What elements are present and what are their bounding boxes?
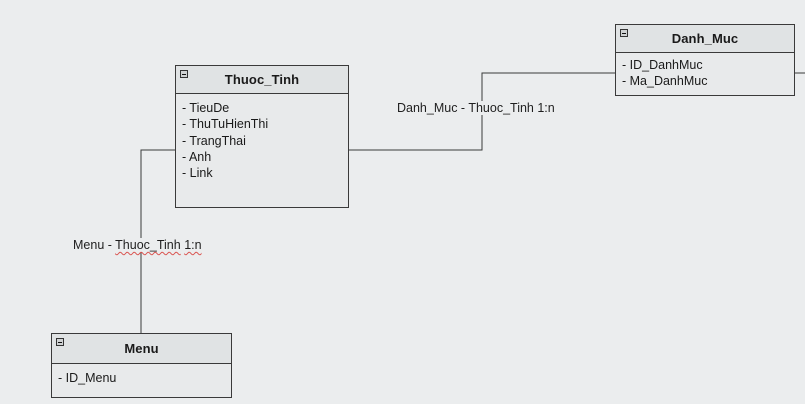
relationship-label-danh-muc-thuoc-tinh[interactable]: Danh_Muc - Thuoc_Tinh 1:n [396,101,556,115]
entity-header[interactable]: Danh_Muc [616,25,794,53]
field-item[interactable]: - ID_DanhMuc [622,58,703,72]
entity-danh-muc[interactable]: Danh_Muc - ID_DanhMuc - Ma_DanhMuc [615,24,795,96]
relationship-label-menu-thuoc-tinh[interactable]: Menu - Thuoc_Tinh 1:n [72,238,203,252]
field-item[interactable]: - ThuTuHienThi [182,117,269,132]
field-item[interactable]: - Ma_DanhMuc [622,74,708,89]
entity-header[interactable]: Thuoc_Tinh [176,66,348,94]
entity-header[interactable]: Menu [52,334,231,364]
entity-menu[interactable]: Menu - ID_Menu [51,333,232,398]
relationship-cardinality: 1:n [184,238,202,252]
entity-title: Thuoc_Tinh [224,72,300,87]
field-item[interactable]: - TieuDe [182,101,230,115]
relationship-entity-name: Thuoc_Tinh [115,238,181,252]
entity-title: Menu [124,341,159,356]
field-list: - ID_DanhMuc - Ma_DanhMuc [616,53,794,90]
relationship-prefix: Menu - [73,238,116,252]
field-list: - TieuDe - ThuTuHienThi - TrangThai - An… [176,94,348,181]
field-list: - ID_Menu [52,364,231,386]
field-item[interactable]: - ID_Menu [58,371,117,385]
collapse-icon[interactable] [180,70,188,78]
collapse-icon[interactable] [56,338,64,346]
field-item[interactable]: - Link [182,166,213,181]
connector-menu-thuoc-tinh [140,149,175,333]
entity-title: Danh_Muc [671,31,739,46]
collapse-icon[interactable] [620,29,628,37]
field-item[interactable]: - Anh [182,149,212,164]
field-item[interactable]: - TrangThai [182,133,246,148]
entity-thuoc-tinh[interactable]: Thuoc_Tinh - TieuDe - ThuTuHienThi - Tra… [175,65,349,208]
